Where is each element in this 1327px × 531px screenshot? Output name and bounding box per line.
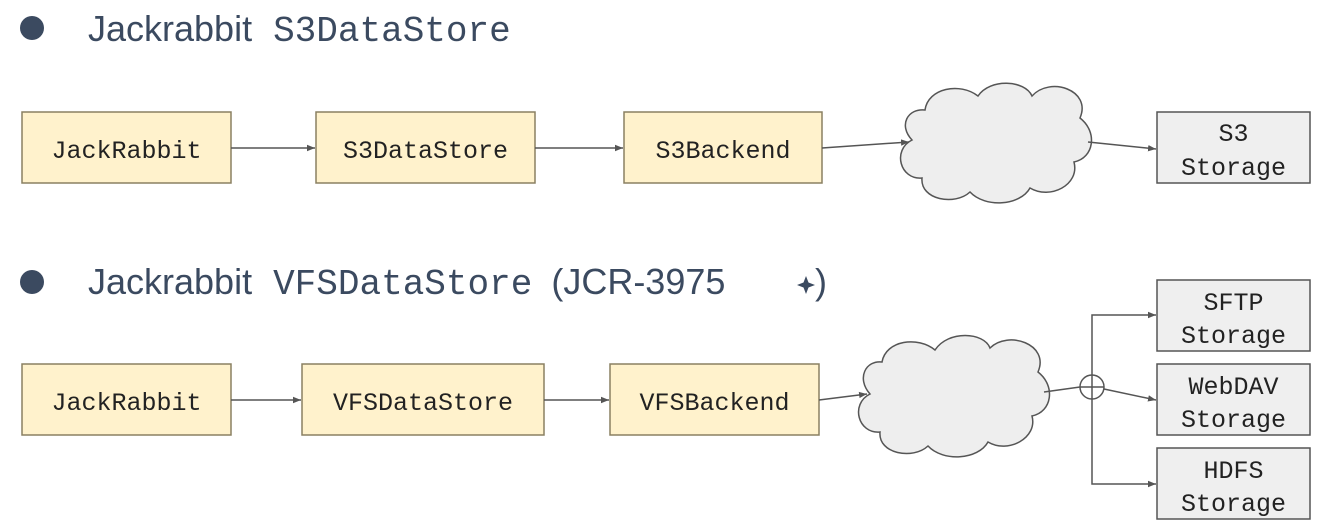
branch-to-sftp [1091,311,1156,375]
section-heading: Jackrabbit VFSDataStore (JCR-3975 [88,261,725,305]
storage-label-line2: Storage [1181,322,1286,351]
storage-label-line1: WebDAV [1188,373,1278,402]
box-s3backend: S3Backend [623,111,823,184]
heading-issue-link[interactable]: (JCR-3975 [551,261,725,302]
section-vfsdatastore: Jackrabbit VFSDataStore (JCR-3975 ) Jack… [20,261,1311,520]
storage-sftp: SFTP Storage [1156,279,1311,352]
branch-to-hdfs [1091,399,1156,488]
cloud-icon [857,334,1051,458]
junction-circle-icon [1079,374,1105,400]
heading-code: VFSDataStore [273,264,532,305]
branch-to-webdav [1103,388,1157,402]
sparkle-icon[interactable] [797,276,815,294]
storage-label-line1: SFTP [1203,289,1263,318]
storage-label-line1: S3 [1218,120,1248,149]
heading-code: S3DataStore [273,11,511,52]
section-heading: Jackrabbit S3DataStore [88,8,511,52]
box-jackrabbit: JackRabbit [21,363,232,436]
storage-webdav: WebDAV Storage [1156,363,1311,436]
cloud-icon [899,82,1093,204]
box-label: VFSDataStore [333,389,513,418]
storage-hdfs: HDFS Storage [1156,447,1311,520]
box-label: S3DataStore [343,137,508,166]
heading-prefix: Jackrabbit [88,8,252,49]
storage-label-line1: HDFS [1203,457,1263,486]
bullet-icon [20,16,44,40]
storage-s3: S3 Storage [1156,111,1311,184]
arrow-s3backend-to-cloud [821,139,910,149]
storage-label-line2: Storage [1181,154,1286,183]
box-label: VFSBackend [639,389,789,418]
box-vfsdatastore: VFSDataStore [301,363,545,436]
box-label: JackRabbit [51,137,201,166]
box-jackrabbit: JackRabbit [21,111,232,184]
box-vfsbackend: VFSBackend [609,363,820,436]
arrow-cloud-to-s3-storage [1087,141,1157,152]
storage-label-line2: Storage [1181,490,1286,519]
heading-close-paren: ) [815,261,827,302]
box-s3datastore: S3DataStore [315,111,536,184]
bullet-icon [20,270,44,294]
arrow-vfsbackend-to-cloud [818,391,868,401]
storage-label-line2: Storage [1181,406,1286,435]
heading-prefix: Jackrabbit [88,261,252,302]
section-s3datastore: Jackrabbit S3DataStore JackRabbit S3Data… [20,8,1311,204]
line-cloud-to-junction [1043,386,1081,393]
box-label: S3Backend [655,137,790,166]
box-label: JackRabbit [51,389,201,418]
